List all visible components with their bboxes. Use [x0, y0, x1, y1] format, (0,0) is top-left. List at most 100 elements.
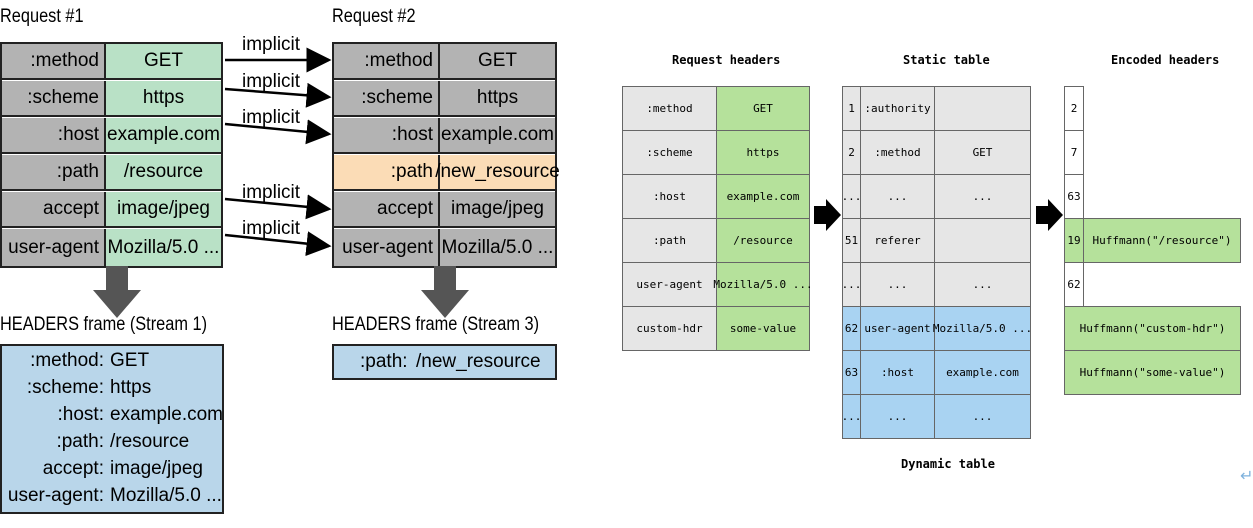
table-row: :scheme https — [2, 81, 221, 117]
header-name: :host — [334, 118, 440, 152]
table-row: :host example.com — [2, 118, 221, 154]
header-name: :host — [622, 174, 717, 219]
frame-value: /new_resource — [416, 351, 541, 372]
right-arrow-icon — [1036, 199, 1063, 231]
table-row: user-agent Mozilla/5.0 ... — [334, 229, 555, 266]
table-row: accept image/jpeg — [2, 192, 221, 228]
frame-value: https — [110, 377, 152, 398]
down-arrow-icon — [421, 266, 469, 318]
header-value: /resource — [106, 155, 221, 189]
implicit-label: implicit — [242, 107, 301, 128]
header-value: https — [106, 81, 221, 115]
header-value: example.com — [716, 174, 810, 219]
table-index: 2 — [842, 130, 861, 175]
table-value — [934, 218, 1031, 263]
table-index: ... — [842, 394, 861, 439]
implicit-arrows — [224, 47, 332, 257]
header-name: user-agent — [2, 229, 106, 266]
header-value: /new_resource — [435, 155, 560, 189]
request1-title: Request #1 — [0, 6, 84, 27]
table-value — [934, 86, 1031, 131]
header-value: GET — [440, 44, 555, 78]
request2-table: :method GET :scheme https :host example.… — [332, 42, 560, 268]
corner-return-icon: ↵ — [1240, 466, 1253, 485]
header-name: :scheme — [334, 81, 440, 115]
encoded-value: Huffmann("custom-hdr") — [1064, 306, 1241, 351]
table-row: :method GET — [2, 44, 221, 80]
header-value: image/jpeg — [440, 192, 555, 226]
right-arrow-icon — [814, 199, 841, 231]
header-name: :path — [334, 155, 440, 189]
encoded-index: 63 — [1064, 174, 1084, 219]
headers-frame-stream-3: :path: /new_resource — [332, 344, 557, 380]
frame-key: accept: — [42, 458, 104, 479]
header-value: https — [440, 81, 555, 115]
table-row: :host example.com — [334, 118, 555, 154]
header-name: :method — [2, 44, 106, 78]
header-value: example.com — [440, 118, 555, 152]
table-row: :path /resource — [2, 155, 221, 191]
implicit-label: implicit — [242, 182, 301, 203]
header-value: GET — [716, 86, 810, 131]
header-value: Mozilla/5.0 ... — [713, 262, 813, 307]
frame-value: image/jpeg — [110, 458, 203, 479]
table-name: ... — [860, 262, 935, 307]
encoded-index: 7 — [1064, 130, 1084, 175]
frame1-title: HEADERS frame (Stream 1) — [0, 314, 208, 335]
table-row: :path /new_resource — [334, 155, 560, 191]
request-headers-title: Request headers — [672, 53, 781, 67]
implicit-label: implicit — [242, 218, 301, 239]
table-value: ... — [934, 262, 1031, 307]
encoded-index: 2 — [1064, 86, 1084, 131]
table-value: ... — [934, 394, 1031, 439]
headers-frame-stream-1: :method: GET :scheme: https :host: examp… — [0, 344, 224, 514]
header-value: Mozilla/5.0 ... — [440, 229, 555, 266]
header-name: user-agent — [622, 262, 717, 307]
header-value: https — [716, 130, 810, 175]
header-name: custom-hdr — [622, 306, 717, 351]
table-value: ... — [934, 174, 1031, 219]
frame-key: :scheme: — [26, 377, 104, 398]
frame-value: /resource — [110, 431, 190, 452]
table-row: :method GET — [334, 44, 555, 80]
header-value: Mozilla/5.0 ... — [106, 229, 221, 266]
static-table-title: Static table — [903, 53, 990, 67]
table-index: 1 — [842, 86, 861, 131]
table-index: 51 — [842, 218, 861, 263]
request2-title: Request #2 — [332, 6, 416, 27]
table-index: 62 — [842, 306, 861, 351]
request1-table: :method GET :scheme https :host example.… — [0, 42, 223, 268]
header-value: /resource — [716, 218, 810, 263]
table-name: :authority — [860, 86, 935, 131]
table-index: ... — [842, 174, 861, 219]
frame-value: GET — [110, 350, 150, 371]
table-value: example.com — [934, 350, 1031, 395]
table-row: :scheme https — [334, 81, 555, 117]
table-name: :method — [860, 130, 935, 175]
header-name: :method — [622, 86, 717, 131]
frame-key: :host: — [57, 404, 104, 425]
encoded-value: Huffmann("some-value") — [1064, 350, 1241, 395]
header-name: user-agent — [334, 229, 440, 266]
header-name: :scheme — [622, 130, 717, 175]
encoded-index: 19 — [1064, 218, 1084, 263]
header-value: GET — [106, 44, 221, 78]
table-index: 63 — [842, 350, 861, 395]
frame3-title: HEADERS frame (Stream 3) — [332, 314, 540, 335]
encoded-index: 62 — [1064, 262, 1084, 307]
encoded-headers-title: Encoded headers — [1111, 53, 1220, 67]
table-name: ... — [860, 394, 935, 439]
implicit-label: implicit — [242, 71, 301, 92]
table-name: ... — [860, 174, 935, 219]
encoded-value: Huffmann("/resource") — [1083, 218, 1241, 263]
table-row: user-agent Mozilla/5.0 ... — [2, 229, 221, 266]
table-row: accept image/jpeg — [334, 192, 555, 228]
header-name: accept — [2, 192, 106, 226]
header-name: :path — [622, 218, 717, 263]
table-name: user-agent — [860, 306, 935, 351]
header-name: :path — [2, 155, 106, 189]
header-value: some-value — [716, 306, 810, 351]
header-name: :method — [334, 44, 440, 78]
header-value: example.com — [106, 118, 221, 152]
table-value: Mozilla/5.0 ... — [933, 306, 1032, 351]
